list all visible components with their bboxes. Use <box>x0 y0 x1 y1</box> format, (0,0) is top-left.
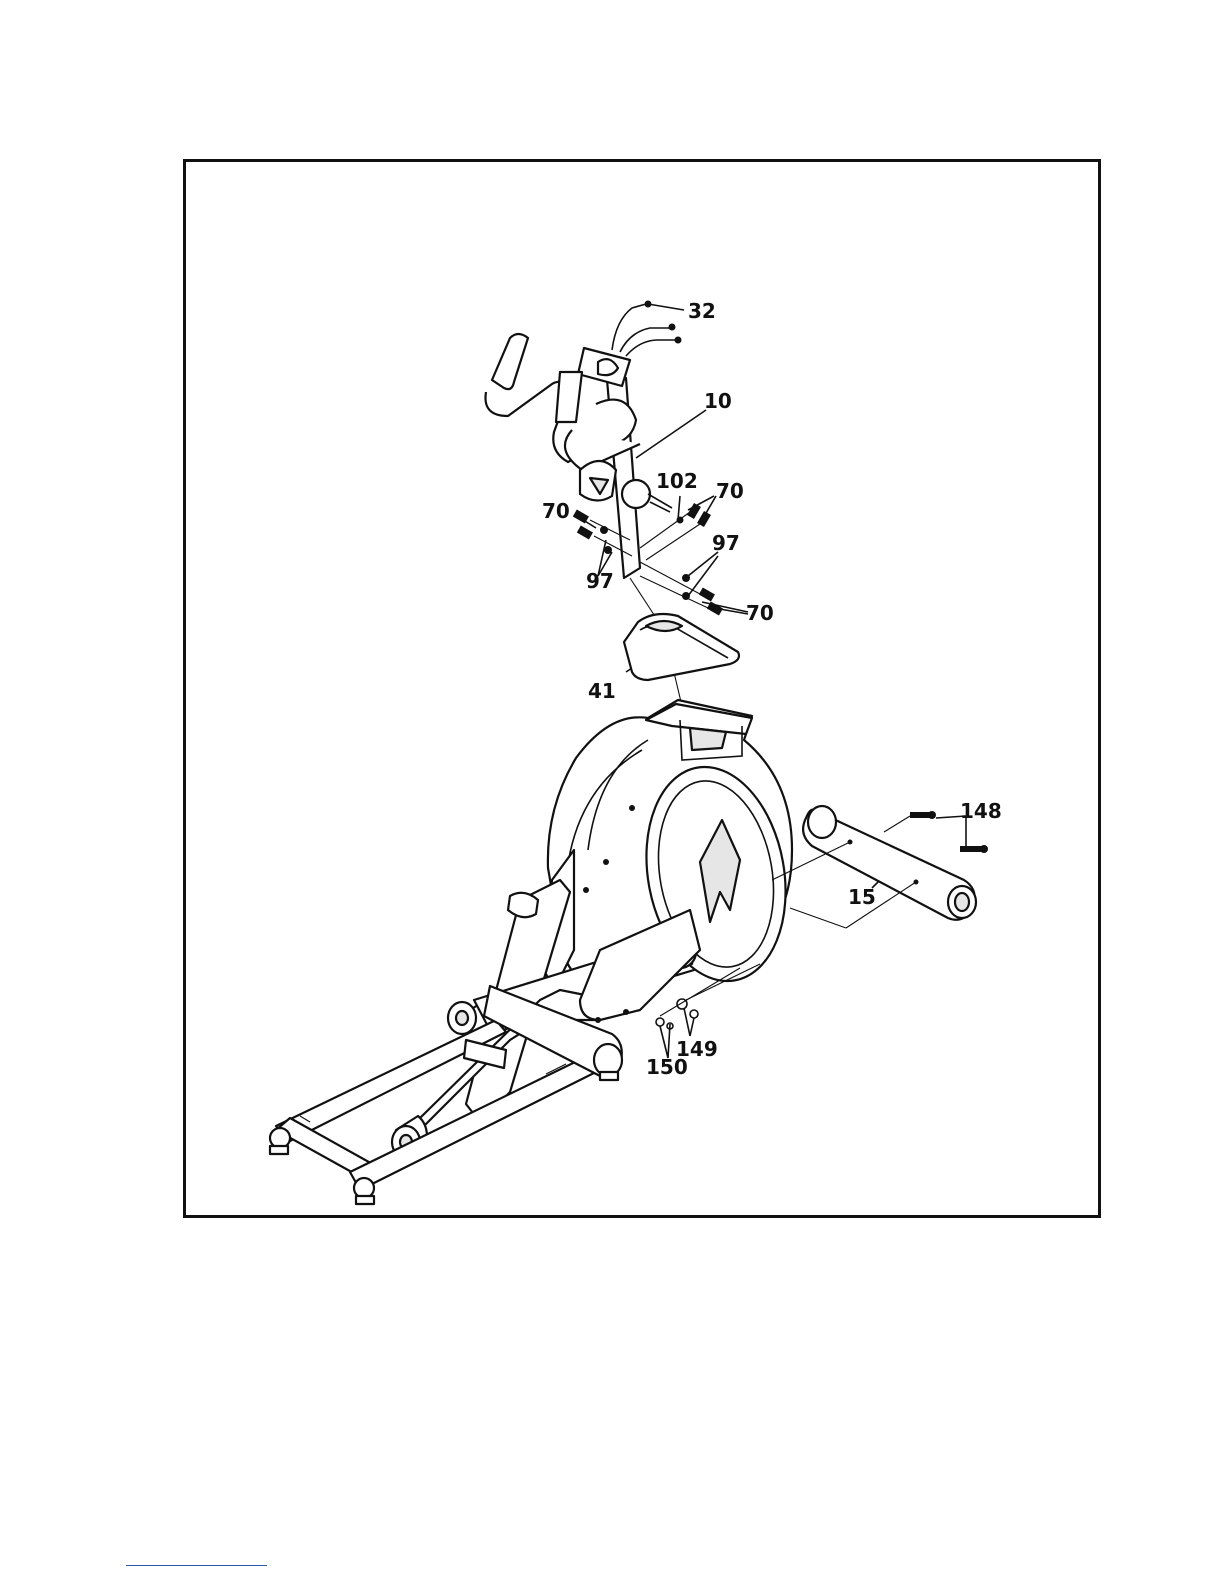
callout-102: 102 <box>656 469 698 493</box>
fasteners <box>573 503 723 616</box>
bolt-set-right-upper <box>640 503 711 560</box>
callout-70-upper-right: 70 <box>716 479 744 503</box>
callout-10: 10 <box>704 389 732 413</box>
callout-41: 41 <box>588 679 616 703</box>
callout-97-left: 97 <box>586 569 614 593</box>
front-stabilizer <box>772 806 976 928</box>
bolt-set-right-lower <box>640 562 723 615</box>
callout-150: 150 <box>646 1055 688 1079</box>
callout-32: 32 <box>688 299 716 323</box>
footer-rule <box>126 1565 267 1566</box>
callout-97-right: 97 <box>712 531 740 555</box>
handlebar <box>485 334 640 470</box>
mast-shroud <box>624 614 739 680</box>
callout-70-lower-right: 70 <box>746 601 774 625</box>
callout-15: 15 <box>848 885 876 909</box>
callout-148: 148 <box>960 799 1002 823</box>
callout-70-left: 70 <box>542 499 570 523</box>
